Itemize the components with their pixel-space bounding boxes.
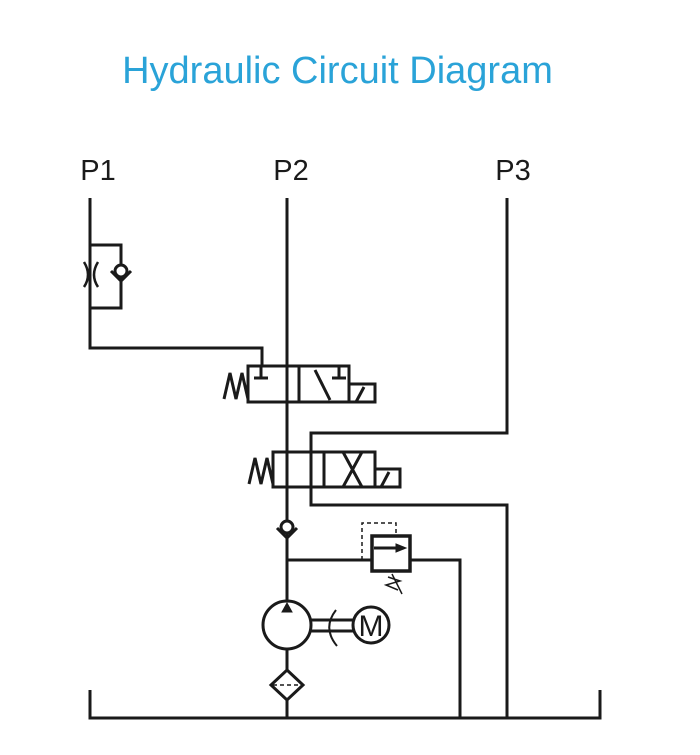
port-p3-label: P3 [495,155,531,187]
filter [268,667,306,703]
electric-motor: M [351,605,391,645]
tank [88,690,602,720]
directional-valve-2 [247,450,402,489]
throttle-check-valve [82,243,133,310]
port-p2-label: P2 [273,155,309,187]
diagram-title: Hydraulic Circuit Diagram [122,50,553,92]
check-valve [275,519,299,541]
pump [261,599,353,651]
motor-label: M [359,610,384,643]
relief-valve [361,522,412,595]
port-p1-label: P1 [80,155,116,187]
directional-valve-1 [222,364,377,404]
